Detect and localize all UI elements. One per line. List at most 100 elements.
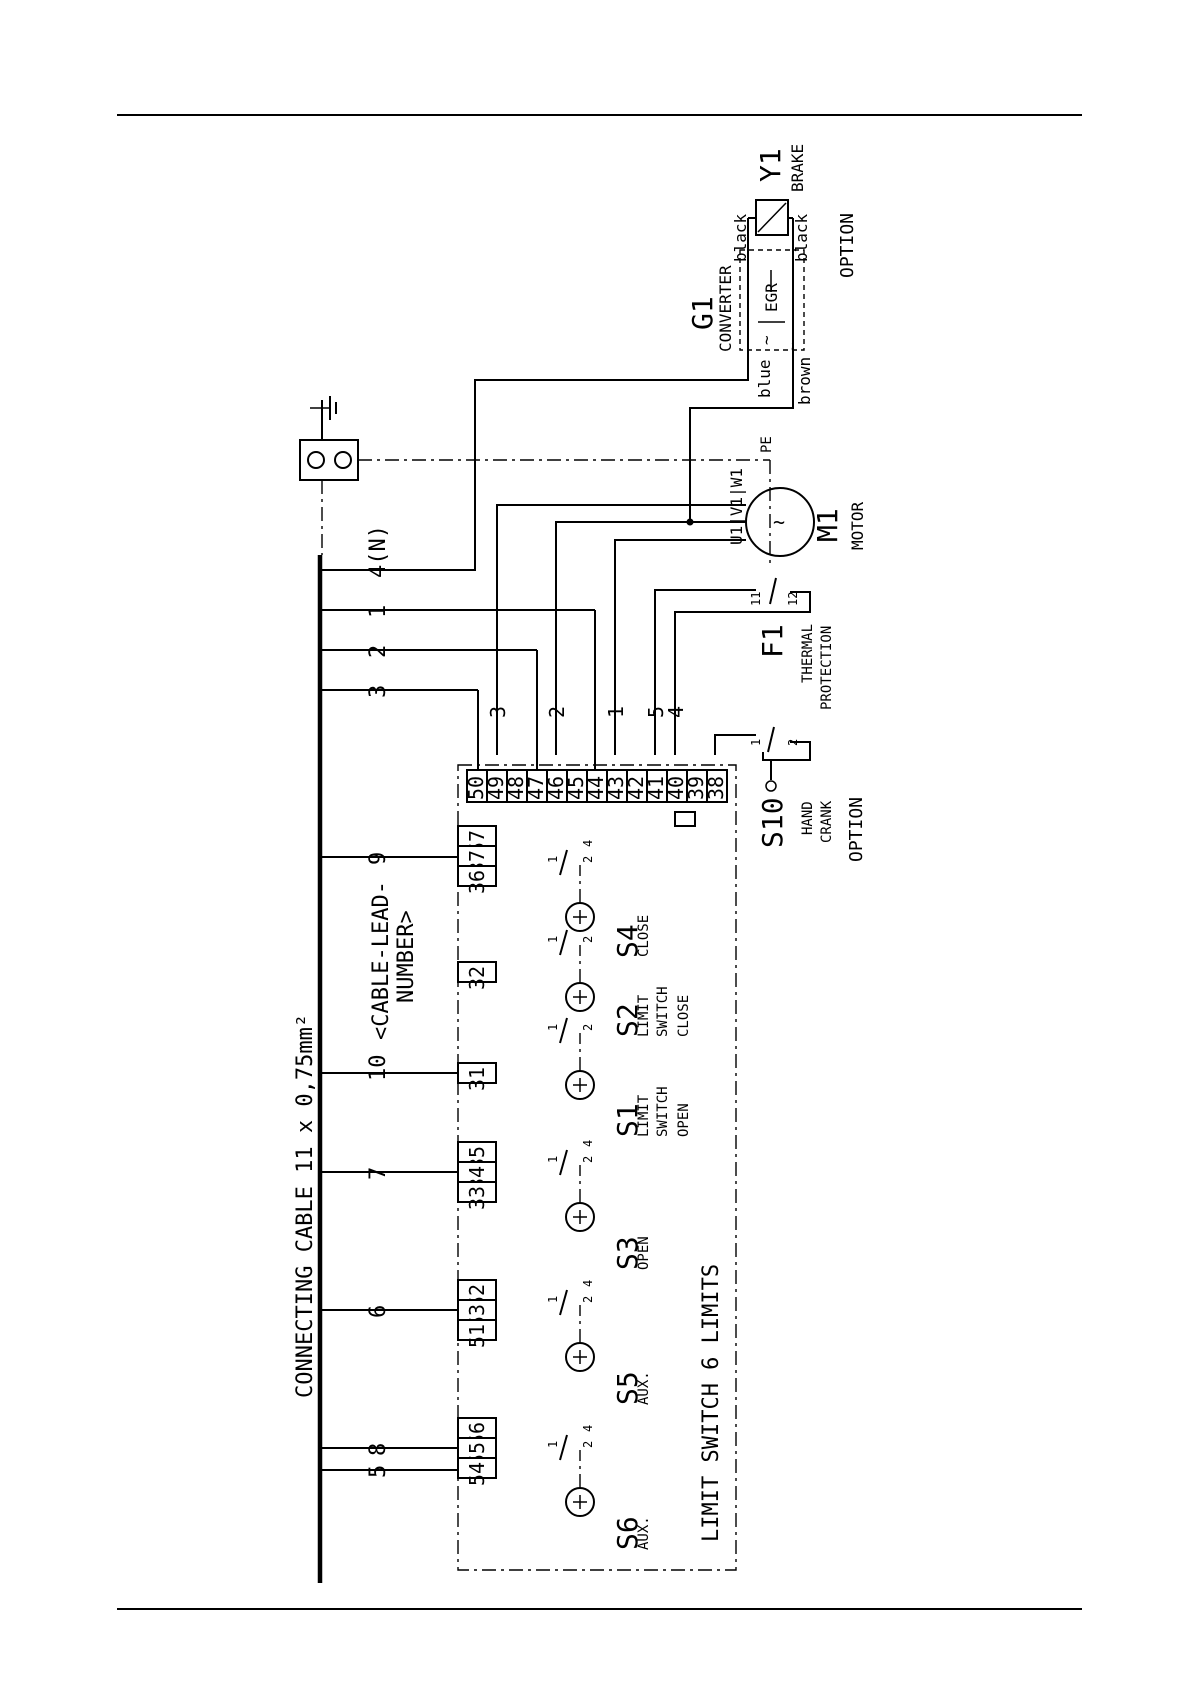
block-lead-5: 5 [644,706,668,718]
s5-id: S5 [611,1371,644,1405]
terminal-number: 47 [524,776,548,800]
wire-f1-12 [674,591,811,755]
terminal-number: 42 [624,776,648,800]
s5-line1: AUX. [636,1371,652,1405]
switch-contact [559,1017,568,1044]
lead-label: 10 [366,1055,391,1082]
lead-label: 9 [366,852,391,865]
switch-contact [559,1434,568,1461]
y1-id: Y1 [754,148,787,182]
wire-neutral [375,345,749,571]
egr-label: EGR [762,283,781,312]
switch-terminal-cell [457,961,497,983]
s2-line3: CLOSE [676,995,692,1037]
converter-tilde-1: ~ [757,335,776,345]
s6-id: S6 [611,1516,644,1550]
switch-terminal-number: 31 [465,1067,489,1091]
s10-line3: OPTION [846,797,867,862]
switch-terminal-cell [457,1181,497,1203]
g1-name: CONVERTER [716,265,735,352]
cable-lead-label: <CABLE-LEAD- [369,881,394,1040]
wire-s10-2 [762,741,811,761]
m1-id: M1 [811,508,844,542]
bridge-40-39 [674,811,696,827]
contact-1: 1 [546,1156,560,1163]
s4-line1: CLOSE [636,915,652,957]
lead-label: 5 [366,1465,391,1478]
s1-id: S1 [611,1103,644,1137]
s6-line1: AUX. [636,1516,652,1550]
wire-black-1: black [731,213,750,262]
s1-line2: SWITCH [655,1086,671,1137]
lead-label: 6 [366,1305,391,1318]
contact-4: 4 [581,840,595,847]
wire-f1-11 [654,589,756,755]
limit-switch-frame [457,764,737,1571]
pe-label: PE [759,436,775,453]
g1-id: G1 [686,296,719,330]
contact-2: 2 [581,1441,595,1448]
contact-2: 2 [581,1024,595,1031]
wire-u1 [614,539,746,755]
motor-tilde: ~ [773,510,785,534]
f1-line1: THERMAL [800,624,816,683]
switch-terminal-number: 36 [465,870,489,894]
limit-switch-title: LIMIT SWITCH 6 LIMITS [699,1264,724,1542]
terminal-number: 38 [704,776,728,800]
lead-label: 1 [366,605,391,618]
s10-2: 2 [786,739,800,746]
switch-terminal-number: 51 [465,1324,489,1348]
wire-v1 [555,521,746,755]
contact-1: 1 [546,1296,560,1303]
s4-id: S4 [611,924,644,958]
f1-contact [769,577,777,605]
contact-1: 1 [546,936,560,943]
s2-line1: LIMIT [636,994,652,1037]
contact-1: 1 [546,1441,560,1448]
lead-label: 8 [366,1443,391,1456]
terminal-number: 45 [564,776,588,800]
s2-line2: SWITCH [655,986,671,1037]
contact-4: 4 [581,1140,595,1147]
lead-label: 7 [366,1167,391,1180]
contact-2: 2 [581,1156,595,1163]
block-lead-1: 1 [604,706,628,718]
wire-brown: brown [795,357,814,405]
cable-title: CONNECTING CABLE 11 x 0,75mm² [293,1014,318,1398]
f1-line2: PROTECTION [819,626,835,710]
s10-1: 1 [749,739,763,746]
wire-s10 [714,734,756,755]
switch-contact [559,1149,568,1176]
switch-terminal-cell [457,1457,497,1479]
wire-w1 [496,504,746,755]
brake-y1-coil [747,199,794,265]
s3-line1: OPEN [636,1236,652,1270]
converter-g1: EGR ~ ~ [739,249,805,352]
s10-knob [765,780,777,792]
terminal-number: 48 [504,776,528,800]
s2-id: S2 [611,1003,644,1037]
f1-11: 11 [749,592,763,606]
switch-terminal-cell [457,1319,497,1341]
wire-brown-path [689,345,794,522]
contact-2: 2 [581,936,595,943]
s1-line3: OPEN [676,1103,692,1137]
lead-label: 2 [366,645,391,658]
switch-terminal-number: 33 [465,1186,489,1210]
contact-4: 4 [581,1280,595,1287]
y1-name: BRAKE [788,144,807,192]
s10-line1: HAND [800,801,816,835]
m1-name: MOTOR [848,501,867,550]
switch-terminal-cell [457,1062,497,1084]
s10-id: S10 [756,797,789,848]
contact-2: 2 [581,1296,595,1303]
terminal-cell [706,769,728,803]
terminal-number: 49 [484,776,508,800]
f1-id: F1 [756,624,789,658]
